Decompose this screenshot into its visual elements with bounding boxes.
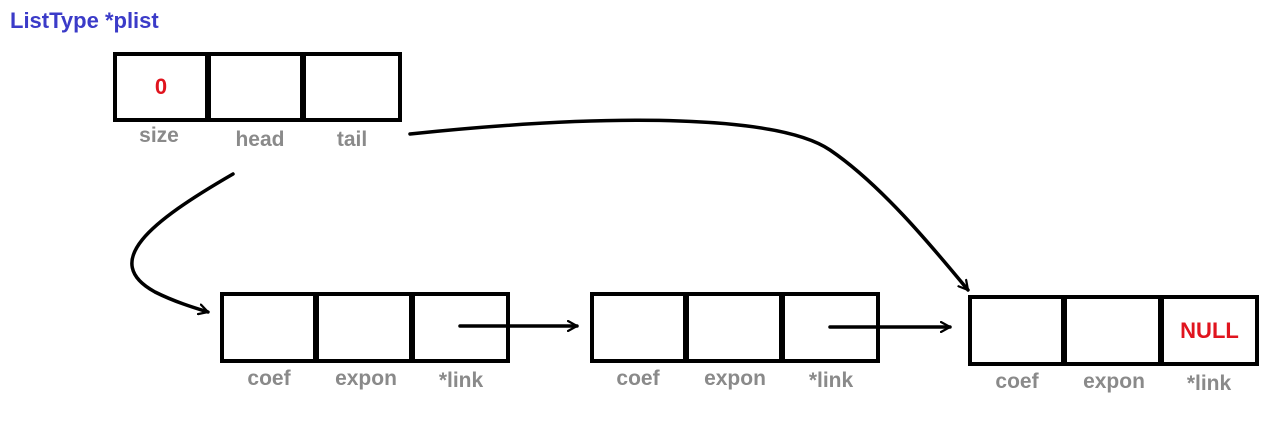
node3-expon-label: expon	[1083, 370, 1145, 393]
node3-coef-cell	[968, 295, 1065, 366]
head-pointer-arrow	[130, 172, 235, 312]
header-head-label: head	[235, 128, 285, 151]
tail-pointer-arrow	[408, 118, 970, 292]
node1-link-cell	[411, 292, 510, 363]
header-size-cell: 0	[113, 52, 209, 122]
node1-expon-label: expon	[335, 367, 397, 390]
node1-coef-label: coef	[247, 367, 291, 390]
node2-expon-label: expon	[704, 367, 766, 390]
node2-link-label: *link	[808, 369, 854, 392]
node2-coef-cell	[590, 292, 687, 363]
node3-link-cell: NULL	[1160, 295, 1259, 366]
node1-link-label: *link	[438, 369, 484, 392]
header-tail-label: tail	[336, 128, 368, 151]
node3-link-label: *link	[1186, 372, 1232, 395]
node2-link-cell	[781, 292, 880, 363]
node3-expon-cell	[1063, 295, 1162, 366]
node2-coef-label: coef	[616, 367, 660, 390]
header-tail-cell	[302, 52, 402, 122]
node1-expon-cell	[315, 292, 413, 363]
diagram-title: ListType *plist	[10, 8, 159, 33]
header-size-label: size	[139, 124, 179, 147]
node2-expon-cell	[685, 292, 783, 363]
node3-coef-label: coef	[995, 370, 1039, 393]
header-size-value: 0	[154, 74, 168, 99]
node1-coef-cell	[220, 292, 317, 363]
header-head-cell	[207, 52, 304, 122]
node3-link-value: NULL	[1180, 317, 1239, 343]
